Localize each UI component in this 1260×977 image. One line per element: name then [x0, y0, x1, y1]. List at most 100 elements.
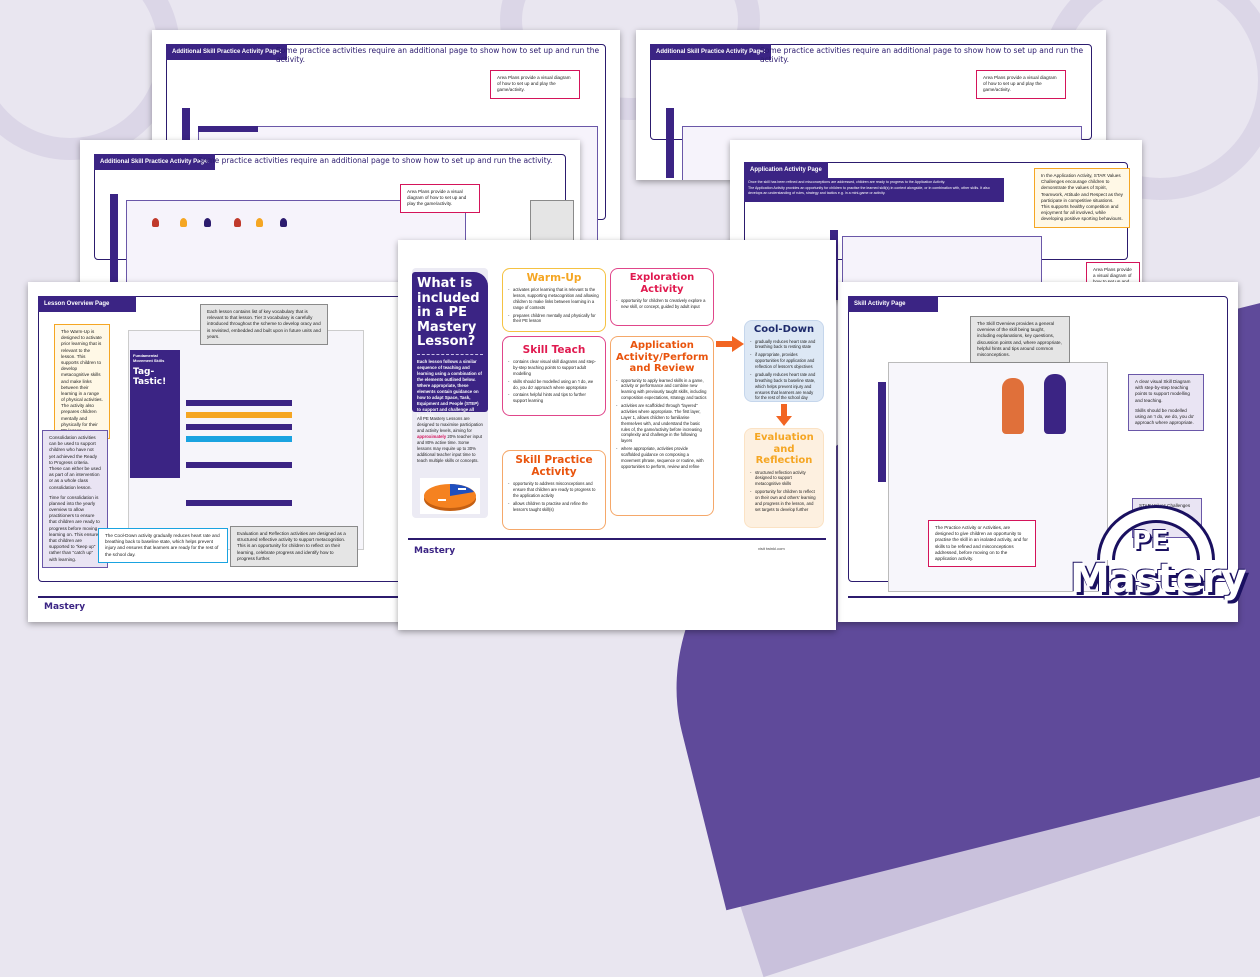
- side-tab: [878, 382, 886, 482]
- application-intro-panel: Once the skill has been refined and misc…: [744, 178, 1004, 202]
- card-application: Application Activity/Perform and Review …: [610, 336, 714, 516]
- logo-pe-text: PE: [1132, 526, 1169, 556]
- page-header: Application Activity Page: [744, 162, 828, 178]
- area-plan-callout: Area Plans provide a visual diagram of h…: [400, 184, 480, 213]
- side-tab: [666, 108, 674, 178]
- title-divider: [417, 353, 483, 355]
- card-bullet: allows children to practise and refine t…: [508, 501, 600, 513]
- page-lesson-overview: Lesson Overview Page The Warm-Up is desi…: [28, 282, 430, 622]
- lesson-section-bar: [186, 424, 292, 430]
- teacher-input-pie-chart: [420, 478, 480, 514]
- card-title: Warm-Up: [526, 272, 582, 284]
- summary-title-panel: What is included in a PE Mastery Lesson?…: [412, 272, 488, 418]
- skill-model-text: Skills should be modelled using an 'I do…: [1135, 407, 1195, 426]
- card-bullet: opportunity for children to reflect on t…: [750, 489, 818, 513]
- lesson-section-bar: [186, 462, 292, 468]
- skill-diagram-text: A clear visual Skill Diagram with step-b…: [1135, 379, 1191, 403]
- card-bullet: skills should be modelled using an 'I do…: [508, 379, 600, 391]
- lesson-section-bar: [186, 400, 292, 406]
- card-title: Cool-Down: [753, 324, 815, 335]
- card-skill-teach: Skill Teach contains clear visual skill …: [502, 336, 606, 416]
- card-bullet: opportunity to address misconceptions an…: [508, 481, 600, 499]
- area-plan-callout: Area Plans provide a visual diagram of h…: [976, 70, 1066, 99]
- card-title: Skill Teach: [522, 344, 586, 356]
- card-title: Evaluation and Reflection: [754, 432, 814, 466]
- page-subtitle: Some practice activities require an addi…: [198, 156, 553, 165]
- page-header: Lesson Overview Page: [38, 296, 136, 312]
- lesson-section-bar: [186, 412, 292, 418]
- card-title: Skill Practice Activity: [515, 454, 593, 479]
- card-exploration: Exploration Activity opportunity for chi…: [610, 268, 714, 326]
- warmup-callout: The Warm-Up is designed to activate prio…: [54, 324, 110, 440]
- pe-mastery-logo: PE Mastery: [1070, 496, 1247, 616]
- cooldown-callout: The Cool-Down activity gradually reduces…: [98, 528, 228, 563]
- cone-icon: [280, 218, 287, 227]
- note-text: All PE Mastery Lessons are designed to m…: [417, 416, 483, 434]
- mini-logo: Mastery: [44, 602, 86, 612]
- application-intro-1: Once the skill has been refined and misc…: [748, 180, 946, 184]
- footer-line: [848, 596, 1228, 598]
- summary-intro: Each lesson follows a similar sequence o…: [417, 358, 482, 418]
- lesson-unit: Fundamental Movement Skills: [133, 353, 165, 363]
- star-values-callout: In the Application Activity, STAR Values…: [1034, 168, 1130, 228]
- child-figure-icon: [1002, 378, 1024, 434]
- practice-activity-callout: The Practice Activity or Activities, are…: [928, 520, 1036, 568]
- page-skill-activity: Skill Activity Page The Skill Overview p…: [838, 282, 1238, 622]
- card-bullet: gradually reduces heart rate and breathi…: [750, 339, 818, 351]
- skill-diagram-callout: A clear visual Skill Diagram with step-b…: [1128, 374, 1204, 432]
- lesson-title: Tag-Tastic!: [133, 367, 167, 387]
- side-tab: [110, 194, 118, 294]
- arrow-down-icon: [776, 404, 792, 426]
- page-header: Skill Activity Page: [848, 296, 938, 312]
- child-figure-icon: [1044, 374, 1066, 434]
- summary-title: What is included in a PE Mastery Lesson?: [417, 276, 480, 350]
- activity-time-note: All PE Mastery Lessons are designed to m…: [417, 416, 485, 464]
- evaluation-callout: Evaluation and Reflection activities are…: [230, 526, 358, 567]
- card-skill-practice: Skill Practice Activity opportunity to a…: [502, 450, 606, 530]
- card-bullet: where appropriate, activities provide sc…: [616, 446, 708, 470]
- page-header: Additional Skill Practice Activity Page:: [650, 44, 772, 60]
- cone-icon: [204, 218, 211, 227]
- time-consolidation-text: Time for consolidation is planned into t…: [49, 494, 101, 562]
- diagram-title-bar: [198, 126, 258, 132]
- logo-arc-icon: [1097, 505, 1215, 561]
- page-subtitle: Some practice activities require an addi…: [760, 46, 1084, 64]
- page-header: Additional Skill Practice Activity Page:: [94, 154, 216, 170]
- card-cool-down: Cool-Down gradually reduces heart rate a…: [744, 320, 824, 402]
- vocabulary-callout: Each lesson contains list of key vocabul…: [200, 304, 328, 345]
- page-lesson-summary: What is included in a PE Mastery Lesson?…: [398, 240, 836, 630]
- application-intro-2: The Application Activity provides an opp…: [748, 185, 990, 195]
- skill-diagram-figures: [988, 374, 1088, 438]
- cone-icon: [234, 218, 241, 227]
- mini-logo: Mastery: [414, 546, 456, 556]
- footer-url: visit twinkl.com: [758, 546, 785, 551]
- logo-mastery-text: Mastery: [1070, 556, 1247, 602]
- card-bullet: prepares children mentally and physicall…: [508, 313, 600, 325]
- lesson-section-bar: [186, 436, 292, 442]
- card-evaluation: Evaluation and Reflection structured ref…: [744, 428, 824, 528]
- card-bullet: opportunity for children to creatively e…: [616, 298, 708, 310]
- page-header: Additional Skill Practice Activity Page:: [166, 44, 288, 60]
- cone-icon: [152, 218, 159, 227]
- consolidation-text: Consolidation activities can be used to …: [49, 435, 101, 490]
- card-bullet: opportunity to apply learned skills in a…: [616, 378, 708, 402]
- card-bullet: contains clear visual skill diagrams and…: [508, 359, 600, 377]
- note-text: 20% teacher input and 80% active time. S…: [417, 434, 482, 464]
- skill-overview-callout: The Skill Overview provides a general ov…: [970, 316, 1070, 364]
- page-subtitle: Some practice activities require an addi…: [276, 46, 600, 64]
- footer-line: [408, 538, 826, 540]
- card-bullet: structured reflection activity designed …: [750, 470, 818, 488]
- footer-line: [38, 596, 420, 598]
- card-bullet: contains helpful hints and tips to furth…: [508, 392, 600, 404]
- card-bullet: activities are scaffolded through "layer…: [616, 403, 708, 444]
- card-warm-up: Warm-Up activates prior learning that is…: [502, 268, 606, 332]
- consolidation-callout: Consolidation activities can be used to …: [42, 430, 108, 568]
- card-bullet: activates prior learning that is relevan…: [508, 287, 600, 311]
- cone-icon: [180, 218, 187, 227]
- card-bullet: if appropriate, provides opportunities f…: [750, 352, 818, 370]
- lesson-section-bar: [186, 500, 292, 506]
- card-title: Application Activity/Perform and Review: [616, 340, 709, 374]
- card-bullet: gradually reduces heart rate and breathi…: [750, 372, 818, 401]
- note-highlight: approximately: [417, 434, 447, 440]
- area-plan-callout: Area Plans provide a visual diagram of h…: [490, 70, 580, 99]
